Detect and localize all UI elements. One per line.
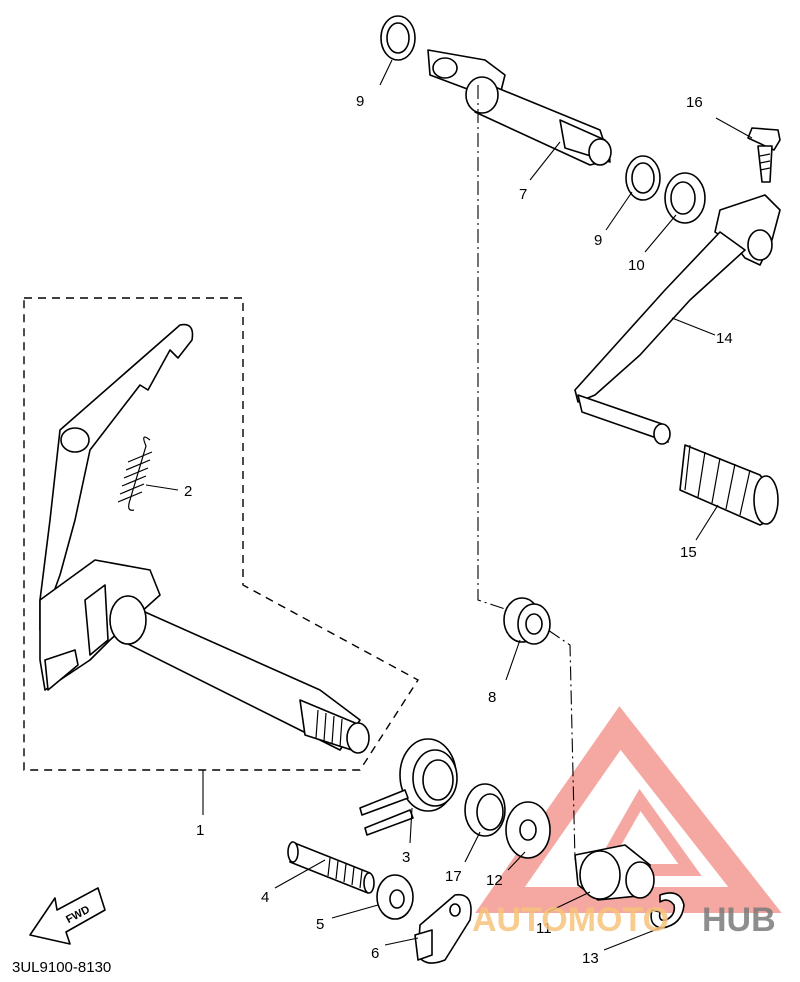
oil-seal-part-10 [664, 172, 706, 224]
oil-seal-part-17 [464, 783, 506, 837]
rubber-part-15 [679, 444, 779, 526]
label-part-10: 10 [628, 257, 645, 274]
stopper-bolt-part-4 [287, 841, 375, 894]
collar-part-8 [503, 597, 551, 645]
shaft-part-7 [427, 49, 612, 166]
label-part-16: 16 [686, 94, 703, 111]
washer-part-9-top [380, 15, 416, 61]
label-part-15: 15 [680, 544, 697, 561]
label-part-4: 4 [261, 889, 269, 906]
bolt-part-16 [747, 127, 781, 183]
washer-part-5 [376, 874, 414, 920]
spring-part-2 [117, 436, 153, 511]
label-part-5: 5 [316, 916, 324, 933]
center-line-vertical [477, 85, 509, 611]
watermark-brand-hub: HUB [702, 901, 776, 939]
lock-washer-part-6 [414, 893, 472, 964]
label-part-12: 12 [486, 872, 503, 889]
label-part-8: 8 [488, 689, 496, 706]
label-part-13: 13 [582, 950, 599, 967]
washer-part-12 [505, 801, 551, 859]
label-part-17: 17 [445, 868, 462, 885]
forward-direction-arrow: FWD [29, 887, 106, 945]
torsion-spring-part-3 [359, 738, 458, 836]
washer-part-9-right [625, 155, 661, 201]
shift-pedal-part-14 [574, 194, 781, 445]
circlip-part-13 [650, 892, 685, 929]
label-part-14: 14 [716, 330, 733, 347]
label-part-6: 6 [371, 945, 379, 962]
center-line-lower [547, 629, 576, 861]
watermark-text: AUTOMOTO HUB [472, 901, 776, 939]
label-part-7: 7 [519, 186, 527, 203]
bushing-part-11 [574, 844, 655, 901]
shift-shaft-assembly [39, 323, 370, 754]
label-part-9-top: 9 [356, 93, 364, 110]
watermark-brand-auto: AUTOMOTO [472, 901, 669, 939]
part-labels: 1 2 3 4 5 6 7 8 9 9 10 11 12 13 14 15 16… [184, 93, 733, 967]
label-part-1: 1 [196, 822, 204, 839]
label-part-3: 3 [402, 849, 410, 866]
label-part-11: 11 [536, 920, 552, 937]
assembly-1-dashed-outline [23, 297, 419, 771]
label-part-9-right: 9 [594, 232, 602, 249]
diagram-code: 3UL9100-8130 [12, 959, 111, 976]
leader-lines [145, 59, 753, 951]
label-part-2: 2 [184, 483, 192, 500]
